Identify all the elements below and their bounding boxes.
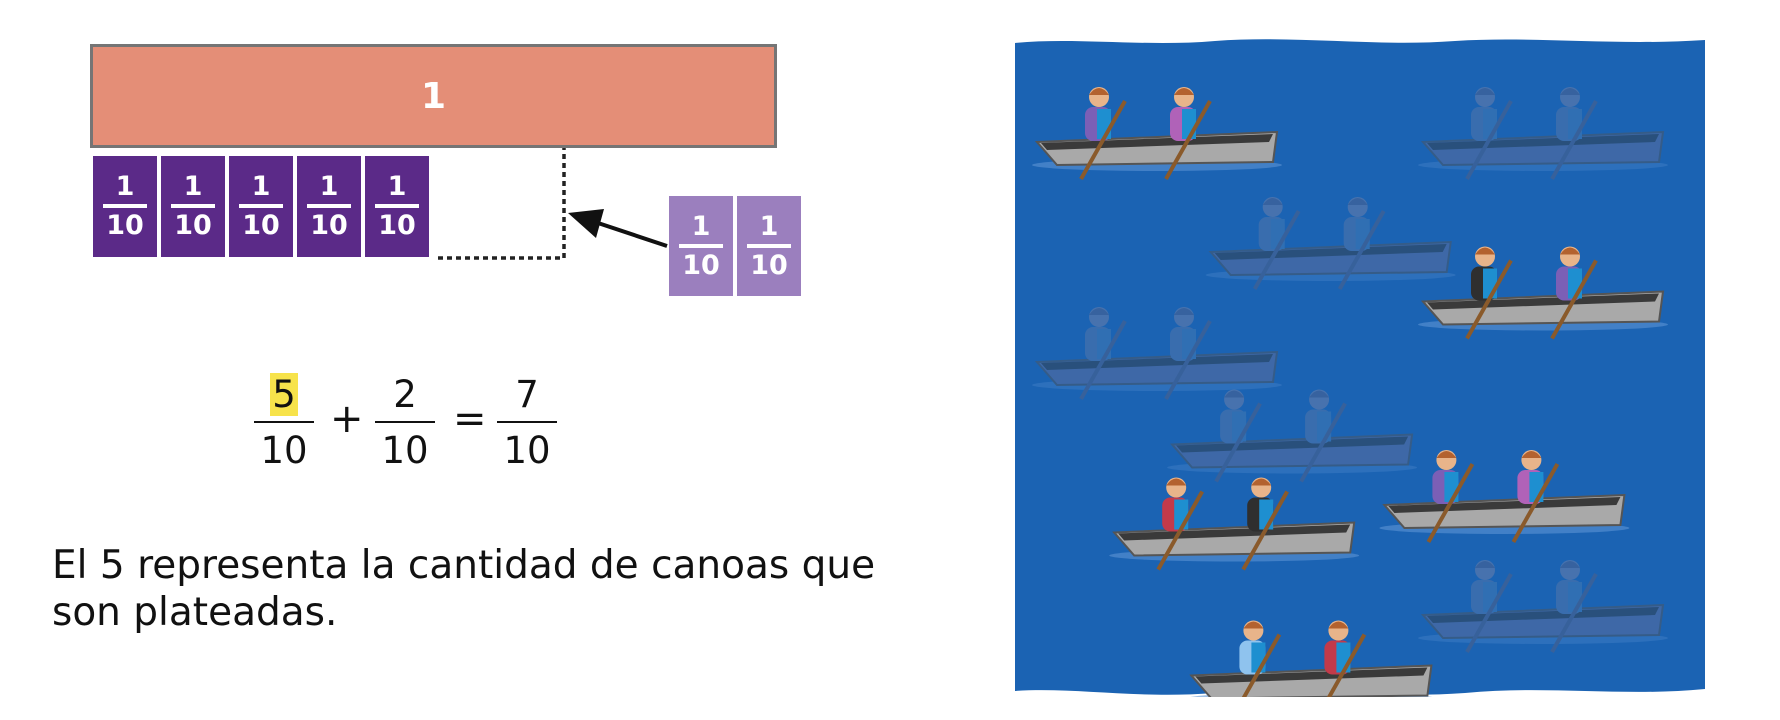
tenth-tile: 1 10 (229, 156, 293, 257)
fraction-bar (375, 204, 419, 208)
highlighted-numerator: 5 (270, 373, 298, 416)
fraction-bar (747, 243, 791, 248)
tenth-tile: 1 10 (93, 156, 157, 257)
tile-denominator: 10 (378, 210, 416, 241)
tile-numerator: 1 (387, 171, 407, 202)
tile-denominator: 10 (682, 249, 720, 281)
equals-sign: = (453, 396, 487, 442)
tile-denominator: 10 (106, 210, 144, 241)
fraction-term1: 5 10 (254, 372, 314, 474)
tile-numerator: 1 (251, 171, 271, 202)
fraction-bar (679, 243, 723, 248)
term2-denominator: 10 (381, 429, 429, 472)
blue-canoe (1032, 307, 1282, 400)
tile-numerator: 1 (691, 210, 711, 242)
fraction-bar (103, 204, 147, 208)
blue-canoe (1167, 389, 1418, 483)
fraction-line (497, 421, 557, 423)
fraction-bar (239, 204, 283, 208)
guide-lines (438, 148, 668, 260)
tenth-tile: 1 10 (297, 156, 361, 257)
tile-denominator: 10 (750, 249, 788, 281)
term1-denominator: 10 (260, 429, 308, 472)
tenth-tile: 1 10 (161, 156, 225, 257)
silver-canoe (1109, 477, 1360, 571)
blue-canoe (1205, 197, 1456, 290)
tile-numerator: 1 (115, 171, 135, 202)
tile-denominator: 10 (310, 210, 348, 241)
added-tenth-tile: 1 10 (737, 196, 801, 296)
canoe-layer (1032, 87, 1668, 697)
dotted-guide (438, 148, 566, 260)
result-denominator: 10 (503, 429, 551, 472)
tenth-tile: 1 10 (365, 156, 429, 257)
fraction-bar (171, 204, 215, 208)
term2-numerator: 2 (393, 373, 417, 416)
whole-bar: 1 (90, 44, 777, 148)
silver-canoe (1379, 450, 1630, 543)
caption-text: El 5 representa la cantidad de canoas qu… (52, 543, 876, 635)
silver-canoe (1032, 87, 1282, 180)
whole-bar-label: 1 (420, 75, 447, 117)
plus-sign: + (330, 396, 364, 442)
tile-denominator: 10 (174, 210, 212, 241)
silver-canoe (1418, 246, 1668, 340)
tile-numerator: 1 (759, 210, 779, 242)
tile-numerator: 1 (183, 171, 203, 202)
result-numerator: 7 (515, 373, 539, 416)
blue-canoe (1418, 560, 1668, 653)
fraction-line (375, 421, 435, 423)
arrow-head-icon (568, 209, 604, 238)
fraction-result: 7 10 (497, 372, 557, 474)
fraction-bar (307, 204, 351, 208)
added-tenth-tile: 1 10 (669, 196, 733, 296)
canoe-scene-image (1015, 39, 1705, 697)
silver-canoe (1189, 620, 1433, 697)
tile-denominator: 10 (242, 210, 280, 241)
tile-numerator: 1 (319, 171, 339, 202)
blue-canoe (1418, 87, 1668, 180)
arrow-shaft (597, 221, 668, 248)
fraction-line (254, 421, 314, 423)
fraction-term2: 2 10 (375, 372, 435, 474)
